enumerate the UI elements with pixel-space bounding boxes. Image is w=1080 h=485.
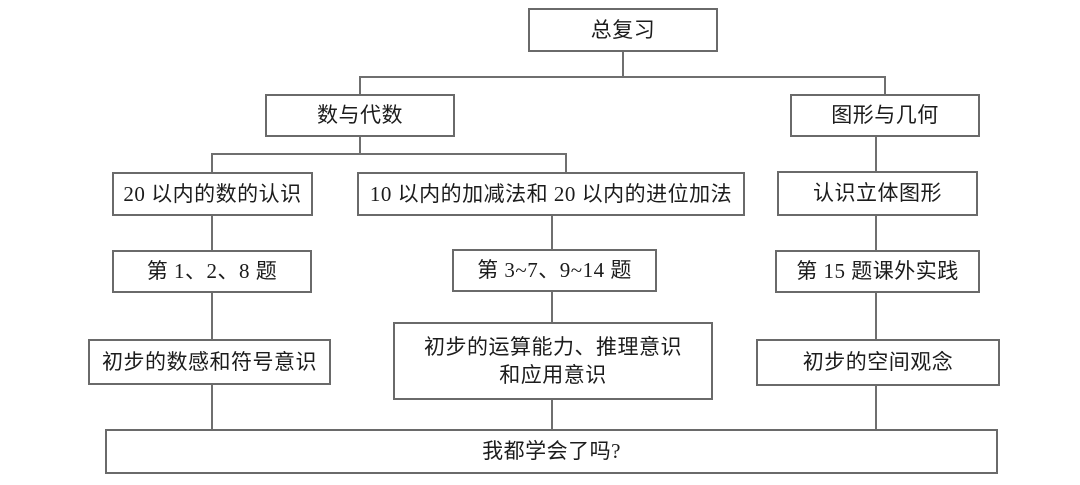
connector-level2-drop-left (211, 153, 213, 173)
connector-level1-split-horizontal (359, 76, 886, 78)
node-numbers-and-algebra: 数与代数 (265, 94, 455, 137)
node-general-review: 总复习 (528, 8, 718, 52)
connector-root-vertical (622, 52, 624, 78)
connector-left-column-3 (211, 384, 213, 430)
node-solid-shapes-label: 认识立体图形 (813, 181, 942, 206)
connector-left-column-2 (211, 292, 213, 340)
node-questions-1-2-8-label: 第 1、2、8 题 (146, 259, 278, 284)
node-questions-3-7-9-14-label: 第 3~7、9~14 题 (477, 258, 632, 283)
connector-geometry-vertical (875, 136, 877, 172)
node-summary-question-label: 我都学会了吗? (482, 439, 621, 464)
node-solid-shapes: 认识立体图形 (777, 171, 978, 216)
node-shapes-and-geometry-label: 图形与几何 (831, 103, 939, 128)
node-question-15-practice: 第 15 题课外实践 (775, 250, 980, 293)
node-general-review-label: 总复习 (590, 17, 656, 42)
node-summary-question: 我都学会了吗? (105, 429, 998, 474)
connector-right-column-3 (875, 385, 877, 430)
connector-middle-column-2 (551, 291, 553, 323)
node-question-15-practice-label: 第 15 题课外实践 (796, 259, 959, 284)
connector-level2-drop-right (565, 153, 567, 173)
node-numbers-within-20: 20 以内的数的认识 (112, 172, 313, 216)
connector-level1-drop-left (359, 76, 361, 95)
node-questions-3-7-9-14: 第 3~7、9~14 题 (452, 249, 657, 292)
node-spatial-concept: 初步的空间观念 (756, 339, 1000, 386)
node-shapes-and-geometry: 图形与几何 (790, 94, 980, 137)
connector-right-column-2 (875, 292, 877, 340)
node-operation-line1: 初步的运算能力、推理意识 (424, 334, 682, 359)
connector-left-column-1 (211, 215, 213, 252)
node-questions-1-2-8: 第 1、2、8 题 (112, 250, 312, 293)
node-numbers-within-20-label: 20 以内的数的认识 (123, 181, 302, 206)
connector-level1-drop-right (884, 76, 886, 95)
connector-middle-column-3 (551, 399, 553, 430)
node-addition-subtraction: 10 以内的加减法和 20 以内的进位加法 (357, 172, 745, 216)
node-operation-line2: 和应用意识 (499, 363, 607, 387)
node-number-sense-symbol-awareness-label: 初步的数感和符号意识 (102, 349, 317, 374)
connector-middle-column-1 (551, 215, 553, 251)
node-numbers-and-algebra-label: 数与代数 (317, 103, 403, 128)
node-addition-subtraction-label: 10 以内的加减法和 20 以内的进位加法 (369, 181, 733, 206)
connector-numbers-algebra-vertical (359, 136, 361, 155)
connector-right-column-1 (875, 215, 877, 251)
node-operation-reasoning-application: 初步的运算能力、推理意识 和应用意识 (393, 322, 713, 400)
connector-level2-split-horizontal (211, 153, 567, 155)
node-spatial-concept-label: 初步的空间观念 (802, 350, 954, 375)
node-number-sense-symbol-awareness: 初步的数感和符号意识 (88, 339, 331, 385)
